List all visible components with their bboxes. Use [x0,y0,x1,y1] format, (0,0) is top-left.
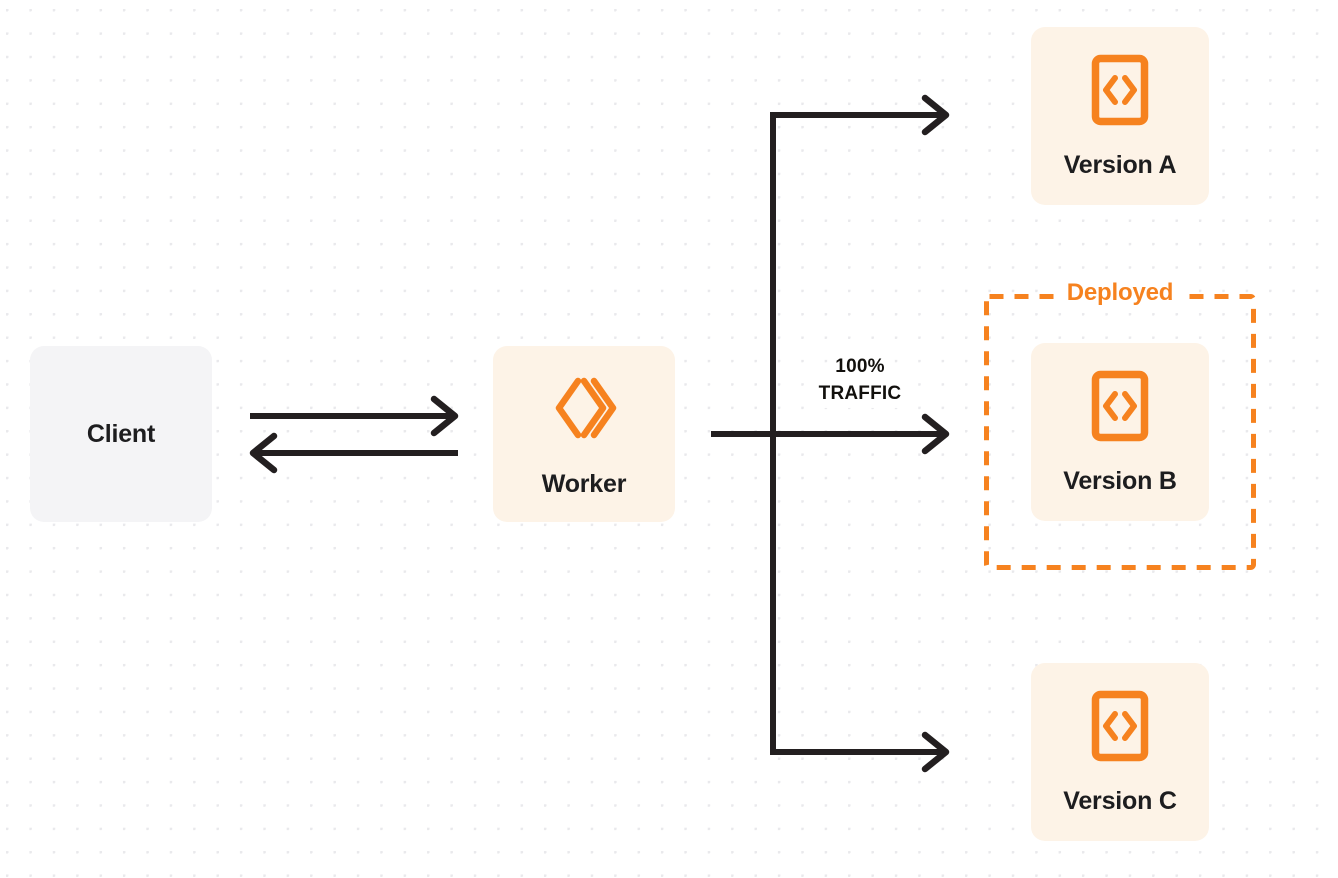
edge-client-to-worker [250,395,459,437]
node-version-a-label: Version A [1063,151,1177,179]
deployed-group-label: Deployed [1055,278,1185,308]
edge-worker-to-version-b [711,413,950,455]
deployed-group: Deployed Version B [984,278,1256,570]
node-version-c[interactable]: Version C [1031,663,1209,841]
code-file-icon [1091,370,1149,447]
node-version-b[interactable]: Version B [1031,343,1209,521]
node-worker-label: Worker [541,470,627,498]
traffic-caption: TRAFFIC [814,381,906,408]
node-version-c-label: Version C [1063,787,1177,815]
node-client[interactable]: Client [30,346,212,522]
node-version-b-label: Version B [1063,467,1177,495]
edge-worker-to-client [249,432,458,474]
traffic-split-annotation: 100% TRAFFIC [790,350,930,412]
code-file-icon [1091,54,1149,131]
node-version-a[interactable]: Version A [1031,27,1209,205]
node-worker[interactable]: Worker [493,346,675,522]
code-file-icon [1091,690,1149,767]
cloudflare-workers-icon [547,371,621,450]
node-client-label: Client [86,419,156,448]
edge-worker-to-version-c [770,731,950,773]
traffic-percent: 100% [831,354,889,381]
edge-worker-to-version-a [770,94,950,136]
